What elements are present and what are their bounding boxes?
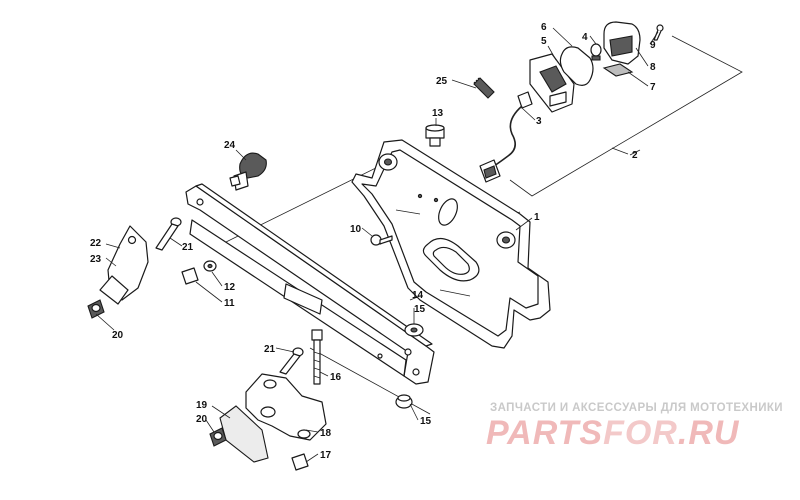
callout-label-7: 7: [650, 82, 656, 93]
callout-label-9: 9: [650, 40, 656, 51]
clamp-plate-22: [99, 225, 149, 305]
callout-label-10: 10: [350, 224, 362, 235]
callout-label-25: 25: [436, 76, 448, 87]
bulb-4: [590, 43, 602, 61]
callout-label-4: 4: [582, 32, 588, 43]
callout-label-14: 14: [412, 290, 424, 301]
screw-9: [653, 24, 664, 41]
callout-label-8: 8: [650, 62, 656, 73]
lamp-cover-8: [603, 21, 641, 65]
callout-label-2: 2: [632, 150, 638, 161]
screw-10: [370, 234, 393, 246]
callout-label-19: 19: [196, 400, 208, 411]
wiring-harness-3: [479, 91, 533, 183]
bolt-21-lower: [279, 347, 304, 375]
callout-label-16: 16: [330, 372, 342, 383]
callout-label-24: 24: [224, 140, 236, 151]
callout-label-15-upper: 15: [414, 304, 426, 315]
callout-label-21-lower: 21: [264, 344, 276, 355]
callout-label-15-lower: 15: [420, 416, 432, 427]
callout-label-5: 5: [541, 36, 547, 47]
nut-11: [181, 267, 199, 285]
washer-15-lower: [395, 394, 413, 409]
callout-label-23: 23: [90, 254, 102, 265]
nut-17: [291, 453, 309, 471]
callout-label-13: 13: [432, 108, 444, 119]
callout-label-11: 11: [224, 298, 235, 309]
callout-label-20-lower: 20: [196, 414, 208, 425]
nut-20-lower: [209, 427, 227, 447]
callout-label-6: 6: [541, 22, 547, 33]
callout-label-1: 1: [534, 212, 540, 223]
spacer-13: [425, 124, 445, 147]
spring-25: [473, 77, 495, 99]
callout-leaders: [95, 27, 659, 463]
callout-label-18: 18: [320, 428, 332, 439]
knob-24: [229, 152, 267, 191]
washer-15-upper: [404, 323, 424, 337]
callout-label-20-upper: 20: [112, 330, 124, 341]
callout-label-21-upper: 21: [182, 242, 194, 253]
callout-label-17: 17: [320, 450, 332, 461]
nut-20-upper: [87, 299, 105, 319]
plate-mount: [351, 139, 551, 349]
bracket-18: [245, 373, 327, 441]
bolt-21-upper: [155, 217, 182, 251]
mounting-bar: [185, 183, 435, 385]
assembly-bracket-line: [509, 35, 743, 197]
light-housing-5: [529, 53, 575, 113]
watermark-logo-part2: FOR: [603, 414, 678, 452]
callout-label-22: 22: [90, 238, 102, 249]
watermark-logo-part1: PARTS: [486, 414, 604, 452]
gasket-7: [602, 63, 634, 77]
watermark-logo-part3: .RU: [677, 414, 740, 452]
callout-label-12: 12: [224, 282, 236, 293]
lens-6: [559, 46, 594, 86]
bolt-16: [311, 329, 323, 385]
watermark-subtitle: ЗАПЧАСТИ И АКСЕССУАРЫ ДЛЯ МОТОТЕХНИКИ: [490, 402, 783, 414]
callout-label-3: 3: [536, 116, 542, 127]
watermark-logo: PARTSFOR.RU: [486, 414, 739, 453]
